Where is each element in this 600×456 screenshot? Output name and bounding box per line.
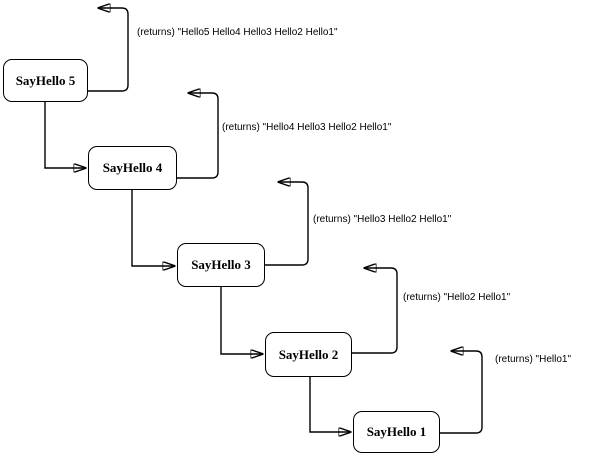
return-arrow-4 bbox=[177, 93, 219, 179]
node-label: SayHello 2 bbox=[278, 346, 339, 362]
call-arrow-5-to-4 bbox=[44, 102, 86, 168]
node-sayhello-1: SayHello 1 bbox=[353, 411, 440, 453]
node-sayhello-2: SayHello 2 bbox=[265, 332, 352, 377]
return-label-2: (returns) "Hello2 Hello1" bbox=[403, 292, 511, 303]
node-label: SayHello 4 bbox=[102, 160, 163, 175]
return-label-3: (returns) "Hello3 Hello2 Hello1" bbox=[313, 214, 452, 225]
node-label: SayHello 5 bbox=[15, 72, 76, 88]
call-arrow-3-to-2 bbox=[220, 287, 263, 354]
return-label-1: (returns) "Hello1" bbox=[495, 354, 572, 365]
node-sayhello-5: SayHello 5 bbox=[3, 59, 88, 102]
return-arrow-1 bbox=[440, 351, 483, 434]
return-arrow-5 bbox=[88, 8, 129, 92]
return-label-5: (returns) "Hello5 Hello4 Hello3 Hello2 H… bbox=[137, 27, 338, 38]
node-sayhello-4: SayHello 4 bbox=[88, 146, 177, 190]
call-arrow-4-to-3 bbox=[131, 190, 175, 266]
node-label: SayHello 3 bbox=[191, 257, 251, 272]
node-sayhello-3: SayHello 3 bbox=[177, 243, 265, 287]
return-arrow-3 bbox=[265, 182, 309, 266]
node-label: SayHello 1 bbox=[366, 424, 427, 439]
return-arrow-2 bbox=[352, 268, 398, 354]
call-arrow-2-to-1 bbox=[309, 377, 351, 432]
return-label-4: (returns) "Hello4 Hello3 Hello2 Hello1" bbox=[222, 122, 392, 133]
